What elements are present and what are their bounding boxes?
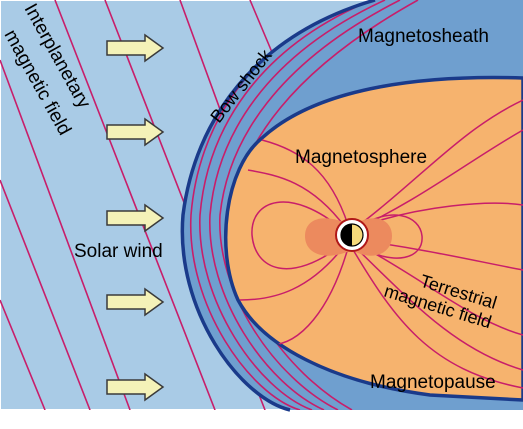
imf-line (54, 0, 216, 410)
earth-icon (335, 218, 369, 252)
tail-line (353, 245, 523, 371)
dayside-line (269, 247, 349, 346)
solar-wind-arrow-icon (106, 117, 165, 147)
magnetosphere-label: Magnetosphere (295, 147, 427, 168)
solar-wind-arrows (106, 33, 165, 402)
draped-line (199, 0, 373, 410)
solar-wind-arrow-icon (106, 287, 165, 317)
magnetosheath-label: Magnetosheath (358, 26, 489, 47)
closed-loop (355, 214, 423, 259)
draped-line (209, 0, 386, 410)
dayside-line (239, 244, 346, 301)
solar-wind-label: Solar wind (74, 241, 163, 262)
solar-wind-arrow-icon (106, 33, 165, 63)
dayside-line (247, 169, 346, 228)
magnetopause-label: Magnetopause (370, 372, 496, 393)
imf-line (0, 59, 131, 410)
closed-loop (251, 201, 344, 270)
imf-line (0, 299, 46, 410)
solar-wind-arrow-icon (106, 203, 165, 233)
tail-line (351, 247, 523, 389)
tail-line (349, 99, 523, 233)
bow-shock-line (180, 0, 376, 412)
solar-wind-arrow-icon (106, 372, 165, 402)
dayside-line (261, 139, 349, 226)
imf-line (0, 179, 91, 410)
draped-line (219, 0, 401, 410)
